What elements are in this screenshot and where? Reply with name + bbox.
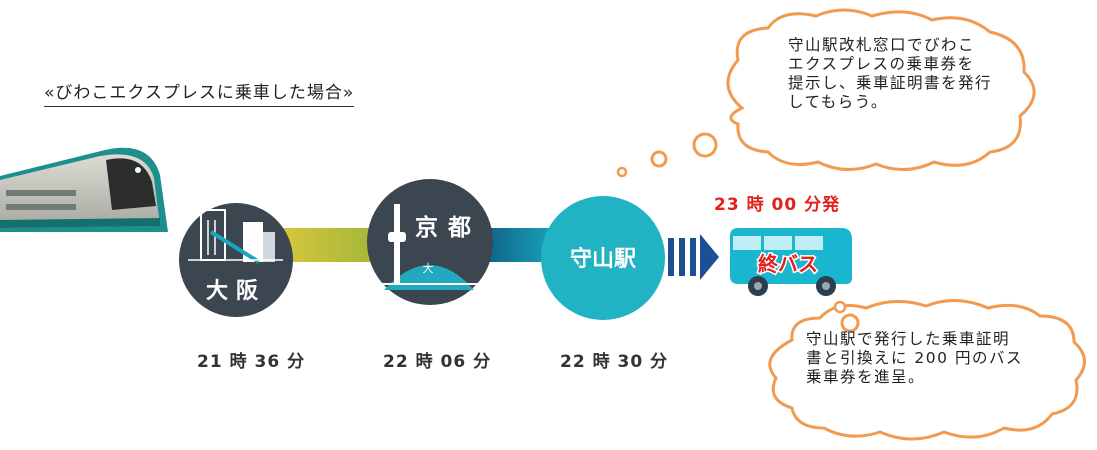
osaka-label: 大阪	[206, 279, 266, 304]
bubble-top	[616, 8, 1036, 178]
bus-label: 終バス	[758, 252, 818, 276]
bus-icon: 終バス	[730, 228, 852, 296]
page-heading: «びわこエクスプレスに乗車した場合»	[44, 78, 355, 107]
moriyama-label: 守山駅	[570, 246, 636, 272]
station-kyoto: 大 京都	[367, 179, 493, 305]
station-moriyama: 守山駅	[541, 196, 665, 320]
bubble-bottom-text: 守山駅で発行した乗車証明 書と引換えに 200 円のバス 乗車券を進呈。	[806, 330, 1023, 386]
bubble-top-text: 守山駅改札窓口でびわこ エクスプレスの乗車券を 提示し、乗車証明書を発行 しても…	[788, 36, 993, 111]
arrow-to-bus	[668, 234, 719, 280]
bus-departure-time: 23 時 00 分発	[714, 195, 841, 215]
bubble-bottom	[768, 298, 1086, 441]
time-osaka: 21 時 36 分	[197, 352, 306, 372]
kyoto-label: 京都	[415, 214, 481, 241]
train-icon	[0, 147, 168, 232]
time-kyoto: 22 時 06 分	[383, 352, 492, 372]
station-osaka: 大阪	[179, 203, 293, 317]
kyoto-sub-label: 大	[423, 261, 434, 275]
time-moriyama: 22 時 30 分	[560, 352, 669, 372]
